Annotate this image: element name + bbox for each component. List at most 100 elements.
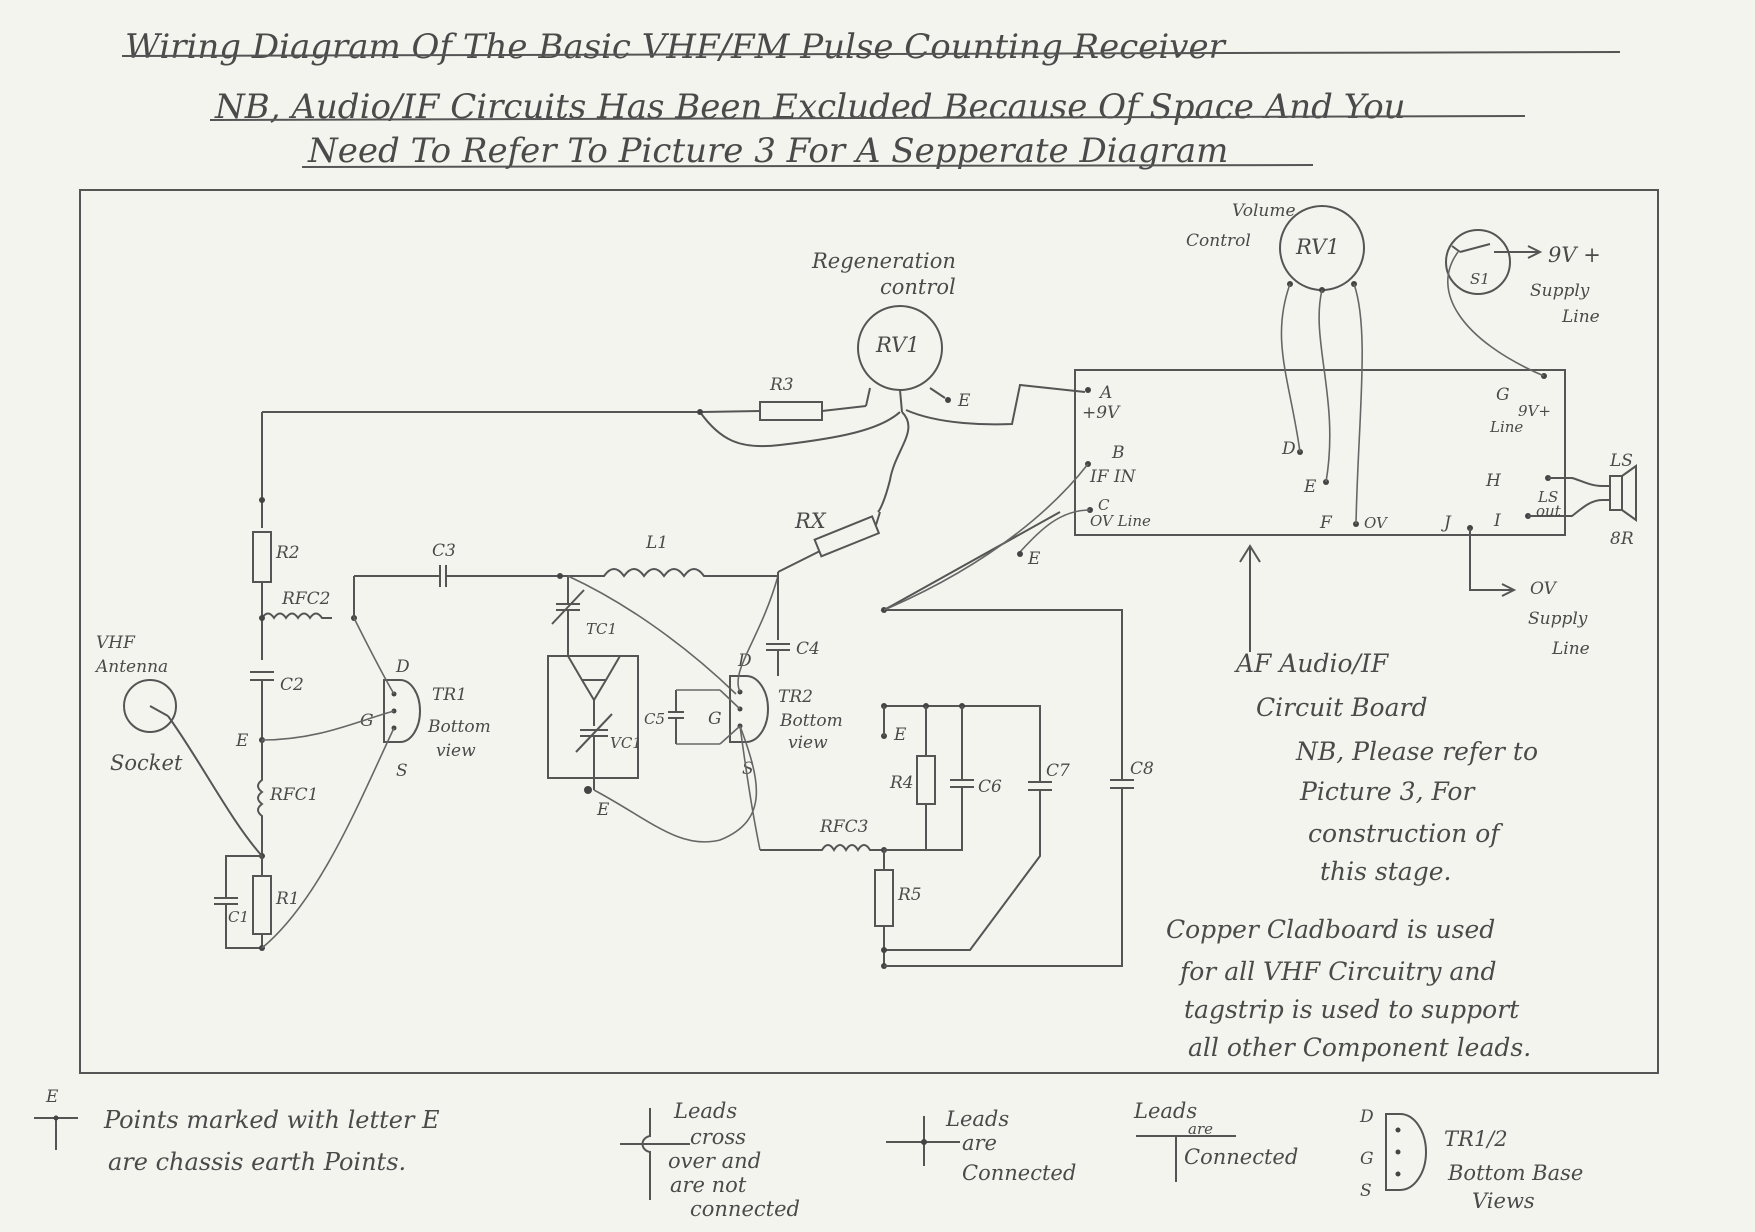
legend-tr-text-1: TR1/2 [1444,1127,1508,1151]
l1-inductor [560,568,779,578]
c1-label: C1 [228,908,249,926]
tr2-bottom-label: Bottom [779,711,843,731]
board-note-2: Circuit Board [1256,693,1427,722]
if-in-wire [883,463,1089,611]
tr2-pin-g-label: G [708,709,722,729]
legend-tee-text-1: Leads [1133,1099,1197,1123]
title-line-3: Need To Refer To Picture 3 For A Seppera… [307,131,1228,171]
board-pin-d-label: D [1281,439,1296,459]
r4-label: R4 [889,773,914,793]
legend-connected-dot [921,1139,927,1145]
board-pin-j-label: J [1441,513,1452,533]
board-pin-a [1085,387,1091,393]
title-underline-1 [121,51,1621,57]
supply-plus-label: 9V + [1548,243,1601,267]
ls-cone [1621,464,1637,522]
rfc3-label: RFC3 [819,817,868,837]
top-supply-line [262,405,901,448]
tr2-pin-s-label: S [742,759,754,779]
tr1-drain-wire [353,617,395,695]
board-pin-i-label: I [1493,511,1501,531]
ls-ohms-label: 8R [1610,529,1634,549]
vc1-earth-dot [584,786,592,794]
volume-pot-label: RV1 [1295,235,1340,259]
wire-to-board-a [905,383,1086,426]
regen-earth-tag [945,397,951,403]
refer-note-4: this stage. [1320,857,1451,886]
regen-label-2: control [880,275,956,299]
tr1-transistor [383,679,421,743]
legend-cross-text-5: connected [690,1197,800,1221]
r5-mid-dot [881,947,887,953]
ls-body [1609,475,1623,511]
tc1-label: TC1 [586,620,617,638]
volume-wire-d [1280,283,1301,453]
board-pin-c-label: C [1098,496,1110,514]
rx-lead-right [875,511,881,526]
title-line-1: Wiring Diagram Of The Basic VHF/FM Pulse… [125,27,1227,67]
tr1-pin-g-label: G [360,711,374,731]
title-underline-3 [301,164,1314,168]
s1-label: S1 [1470,270,1490,288]
legend-conn-text-2: are [962,1131,997,1155]
ov-supply-label-1: OV [1530,579,1558,599]
tr2-label: TR2 [778,687,813,707]
rfc3-feed-wire [739,725,761,851]
ov-supply-label-3: Line [1551,639,1590,659]
l1-start-dot [557,573,563,579]
diagram-frame [79,189,1659,1074]
c7-loop-wire [884,705,1041,951]
regen-pot-pin-2 [899,389,903,413]
c5-leads [676,689,720,745]
c8-loop-wire [880,511,1123,967]
tr1-pin-d-label: D [395,657,410,677]
volume-label-1: Volume [1232,201,1296,221]
tr1-pin-s-label: S [396,761,408,781]
legend-tr-dot-g [1395,1149,1401,1155]
r4-resistor [916,755,936,805]
title-underline-2 [209,115,1526,121]
tr2-pin-d-label: D [737,651,752,671]
c7-label: C7 [1046,761,1070,781]
ov-supply-arrow [1501,583,1517,597]
regen-pot-pin-1 [865,387,871,407]
board-note-1: AF Audio/IF [1234,649,1390,678]
legend-conn-text-1: Leads [945,1107,1009,1131]
copper-note-2: for all VHF Circuitry and [1178,957,1496,986]
volume-wire-e [1318,289,1331,483]
legend-tee-symbol [1136,1135,1236,1182]
volume-wire-f [1353,283,1363,525]
copper-note-4: all other Component leads. [1188,1033,1531,1062]
c5-label: C5 [644,710,665,728]
tc1-trim-arrow [551,589,585,625]
legend-tr-pin-s: S [1360,1181,1372,1201]
legend-tr-pin-d: D [1359,1107,1374,1127]
ov-line-wire [1019,509,1091,553]
regen-label-1: Regeneration [811,249,956,273]
legend-conn-text-3: Connected [962,1161,1076,1185]
rfc1-label: RFC1 [269,785,318,805]
board-pin-f-sub: OV [1364,514,1389,532]
legend-tr-text-2: Bottom Base [1447,1161,1583,1185]
r5-resistor [874,869,894,927]
c2-earth-label: E [235,731,249,751]
board-pin-g-sub-1: 9V+ [1518,402,1551,420]
refer-note-3: construction of [1308,819,1503,848]
antenna-socket-label: Socket [110,751,183,775]
vc1-label: VC1 [610,734,642,752]
regen-pot-label: RV1 [875,333,920,357]
ov-line-earth-dot [1017,551,1023,557]
c6-capacitor [926,706,974,851]
legend-tr-text-3: Views [1472,1189,1535,1213]
board-pin-a-label: A [1098,383,1112,403]
legend-earth-dot [53,1115,59,1121]
ov-line-earth-label: E [1027,549,1041,569]
ls-label: LS [1609,451,1633,471]
audio-if-board [1074,369,1566,536]
r3-label: R3 [769,375,794,395]
rfc3-choke [760,844,884,852]
tr1-source-wire [261,727,395,949]
c3-label: C3 [432,541,456,561]
board-pin-h-label: H [1485,471,1502,491]
